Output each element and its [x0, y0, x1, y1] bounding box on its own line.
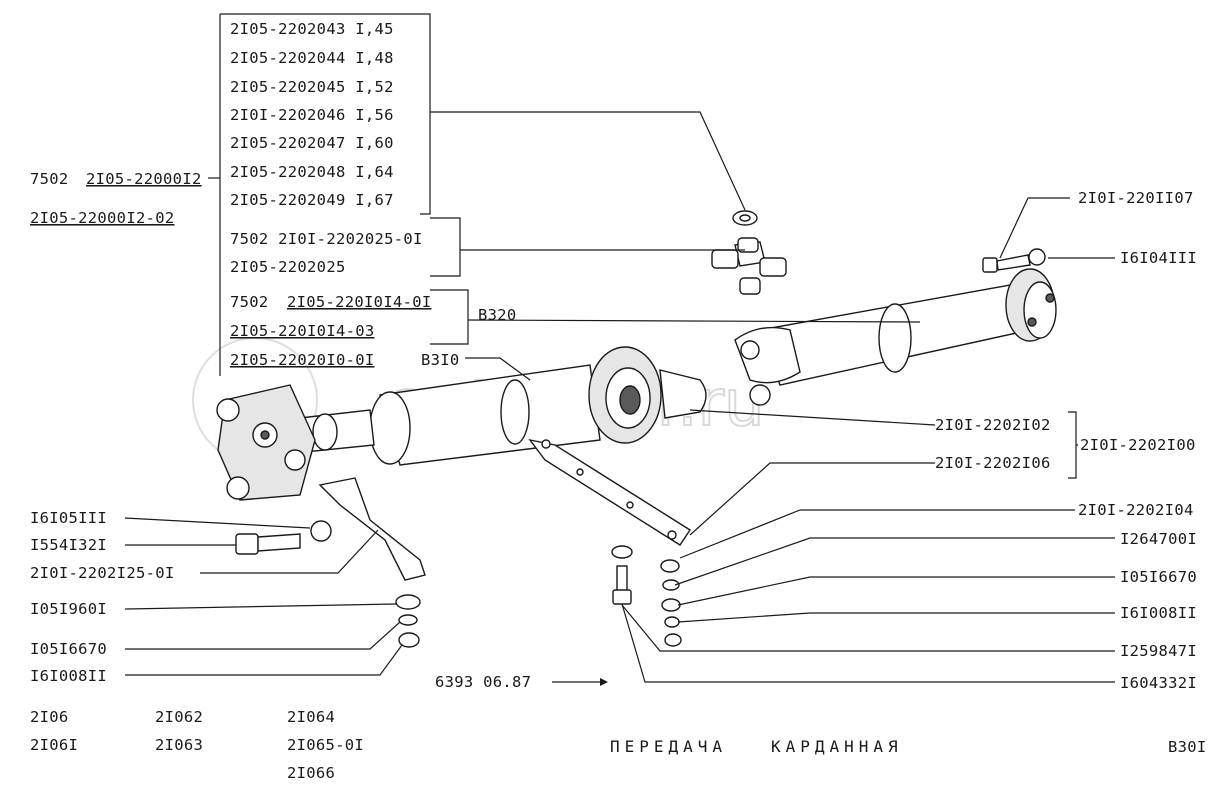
label-bolt-b: I604332I	[1120, 674, 1197, 692]
drawing-cross	[711, 210, 787, 295]
model-code: 2I064	[287, 708, 335, 726]
cross-kit-item: 2I05-2202047 I,60	[230, 134, 394, 152]
main-assembly-alt-number: 2I05-22000I2-02	[30, 209, 174, 227]
rear-shaft-prefix: 7502	[230, 293, 269, 311]
cross-kit-item: 2I05-2202049 I,67	[230, 191, 394, 209]
main-assembly-prefix: 7502	[30, 170, 69, 188]
cross-kit-item: 2I05-2202045 I,52	[230, 78, 394, 96]
label-nut-b: I6I008II	[1120, 604, 1197, 622]
model-code: 2I062	[155, 708, 203, 726]
left-label-nut-b: I6I008II	[30, 667, 107, 685]
drawing-bracket	[318, 438, 691, 581]
left-label-washer-a: I05I960I	[30, 600, 107, 618]
front-shaft-number: 2I05-22020I0-0I	[230, 351, 374, 369]
page-code: B30I	[1168, 738, 1207, 756]
label-bearing-b: 2I0I-2202I06	[935, 454, 1051, 472]
drawing-ref: 6393 06.87	[435, 673, 531, 691]
left-label-bracket: 2I0I-2202I25-0I	[30, 564, 174, 582]
label-bearing-group: 2I0I-2202I00	[1080, 436, 1196, 454]
label-nut: I6I04III	[1120, 249, 1197, 267]
cross-kit-list: 2I05-2202043 I,45 2I05-2202044 I,48 2I05…	[230, 20, 394, 209]
cross-kit-item: 2I05-2202048 I,64	[230, 163, 394, 181]
left-label-washer-b: I05I6670	[30, 640, 107, 658]
front-shaft-ref: B3I0	[421, 351, 460, 369]
main-assembly-number: 2I05-22000I2	[86, 170, 202, 188]
diagram-title: ПЕРЕДАЧА КАРДАННАЯ	[610, 737, 903, 756]
model-code: 2I063	[155, 736, 203, 754]
label-bearing-a: 2I0I-2202I02	[935, 416, 1051, 434]
model-code: 2I06I	[30, 736, 78, 754]
label-bolt: 2I0I-220II07	[1078, 189, 1194, 207]
rear-shaft-number: 2I05-220I0I4-0I	[287, 293, 431, 311]
cross-kit-item: 2I0I-2202046 I,56	[230, 106, 394, 124]
left-label-bolt: I554I32I	[30, 536, 107, 554]
model-list: 2I06 2I06I 2I062 2I063 2I064 2I065-0I 2I…	[30, 708, 364, 782]
label-washer-c: I259847I	[1120, 642, 1197, 660]
model-code: 2I065-0I	[287, 736, 364, 754]
label-bracket: 2I0I-2202I04	[1078, 501, 1194, 519]
model-code: 2I066	[287, 764, 335, 782]
drawing-fasteners	[235, 248, 1046, 648]
cross-assembly-line2: 2I05-2202025	[230, 258, 346, 276]
left-label-nut: I6I05III	[30, 509, 107, 527]
model-code: 2I06	[30, 708, 69, 726]
rear-shaft-ref: B320	[478, 306, 517, 324]
drawing-rear-shaft	[734, 268, 1057, 406]
cross-kit-item: 2I05-2202044 I,48	[230, 49, 394, 67]
cross-assembly-line1: 7502 2I0I-2202025-0I	[230, 230, 423, 248]
cross-kit-item: 2I05-2202043 I,45	[230, 20, 394, 38]
leader-lines	[124, 111, 1115, 686]
rear-shaft-alt-number: 2I05-220I0I4-03	[230, 322, 374, 340]
bracket-lines	[208, 13, 469, 376]
label-washer-a: I264700I	[1120, 530, 1197, 548]
label-washer-b: I05I6670	[1120, 568, 1197, 586]
